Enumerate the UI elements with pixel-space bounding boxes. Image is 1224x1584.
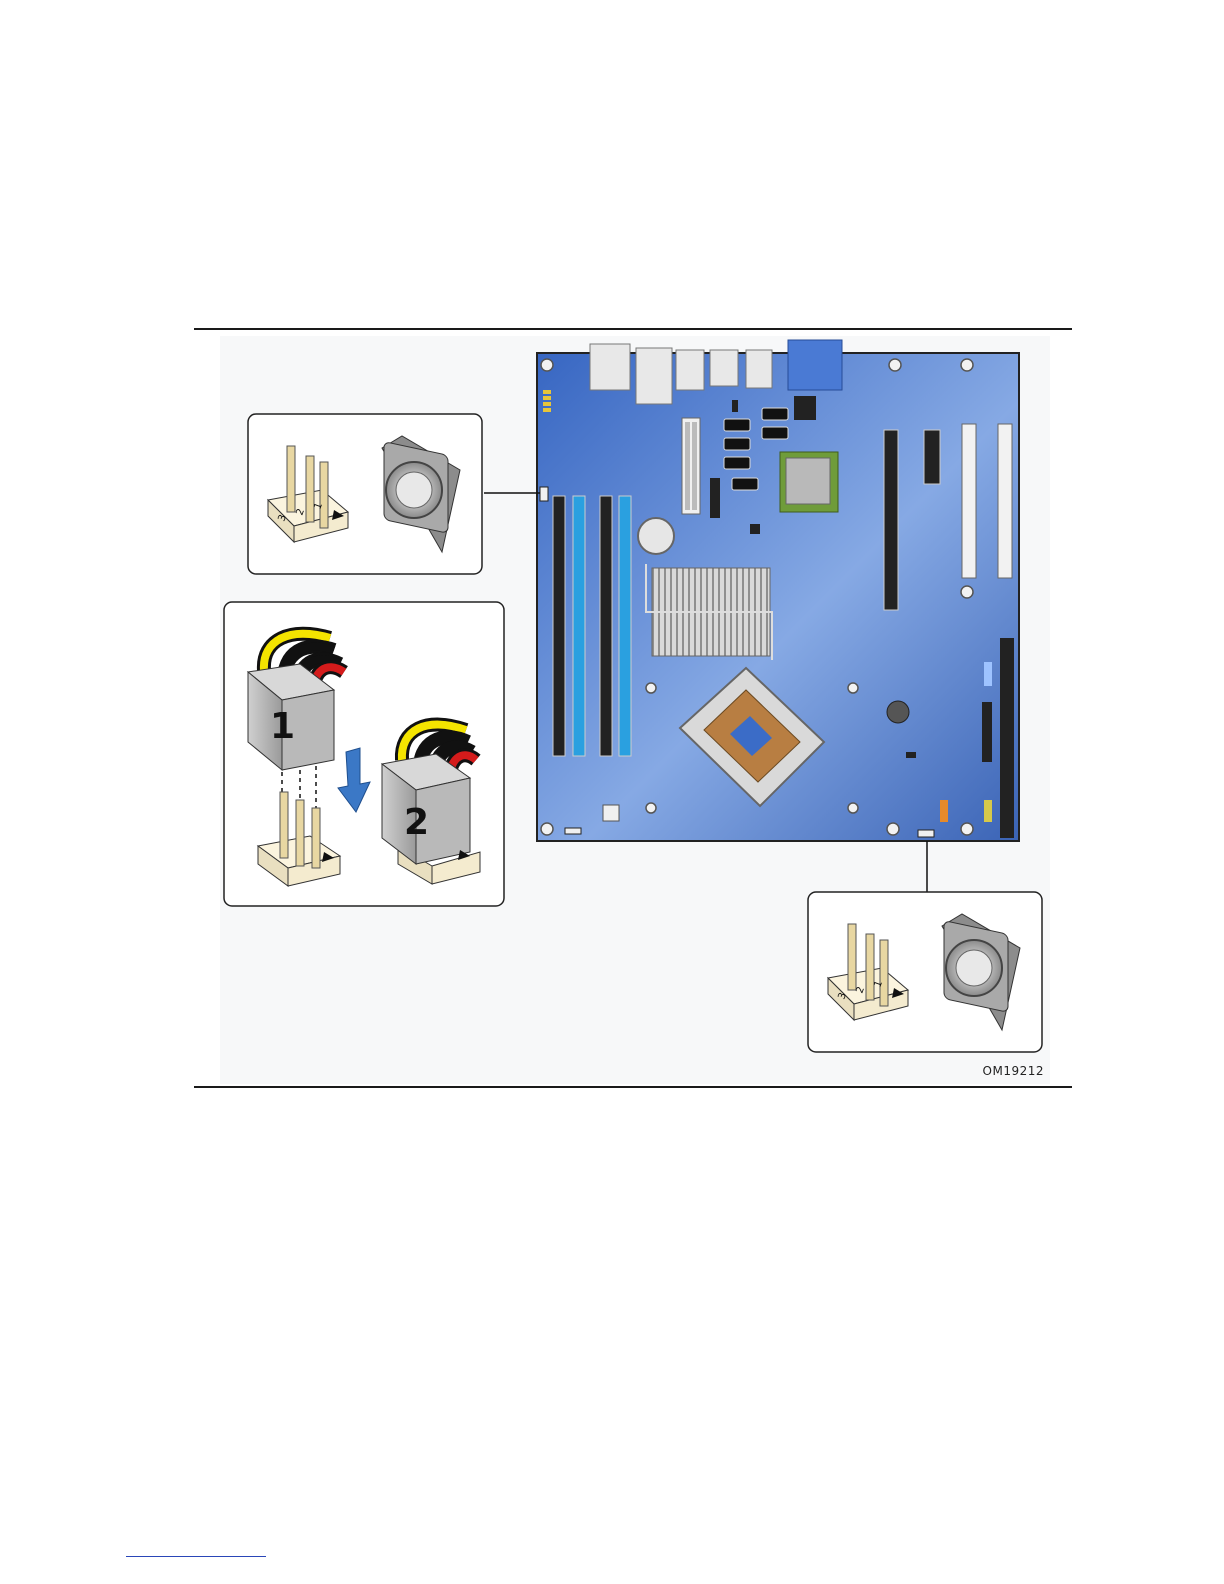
step-1-label: 1 [270, 706, 295, 747]
motherboard-diagram [537, 340, 1019, 841]
front-fan-header [918, 830, 934, 837]
figure-id: OM19212 [930, 1064, 1044, 1078]
footnote-rule [126, 1556, 266, 1557]
chip-small [750, 524, 760, 534]
callout-front-fan: 3 2 1 [808, 892, 1042, 1052]
header-black [710, 478, 720, 518]
aux-power-connector [603, 805, 619, 821]
header-small [794, 396, 816, 420]
callout-connect-steps: 1 [224, 602, 504, 906]
processor-fan-header [565, 828, 581, 834]
cmos-battery [638, 518, 674, 554]
rear-fan-header [540, 487, 548, 501]
jumper [732, 400, 738, 412]
fan-connector-icon: 1 [248, 634, 344, 770]
jumper-2 [906, 752, 916, 758]
speaker [887, 701, 909, 723]
atx-power-connector [682, 418, 700, 514]
step-2-label: 2 [404, 802, 429, 843]
callout-rear-fan: 3 2 1 [248, 414, 482, 574]
